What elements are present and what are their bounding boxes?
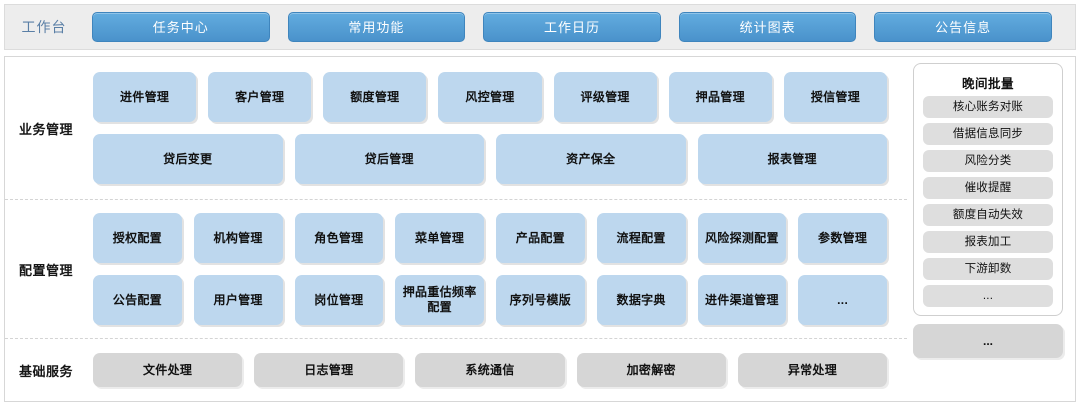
- tile-post-loan-management[interactable]: 贷后管理: [294, 134, 484, 184]
- tile-config-more[interactable]: ...: [798, 275, 887, 325]
- tile-parameter-management[interactable]: 参数管理: [798, 213, 887, 263]
- tile-customer-management[interactable]: 客户管理: [208, 72, 312, 122]
- tile-product-config[interactable]: 产品配置: [496, 213, 585, 263]
- tile-application-management[interactable]: 进件管理: [93, 72, 197, 122]
- base-services-rows: 文件处理 日志管理 系统通信 加密解密 异常处理: [87, 353, 907, 387]
- tile-organization-management[interactable]: 机构管理: [193, 213, 283, 263]
- tab-work-calendar[interactable]: 工作日历: [483, 12, 661, 42]
- tab-common-functions[interactable]: 常用功能: [287, 12, 466, 42]
- tab-statistics-chart[interactable]: 统计图表: [678, 12, 857, 42]
- tile-position-management[interactable]: 岗位管理: [294, 275, 384, 325]
- tile-data-dictionary[interactable]: 数据字典: [596, 275, 686, 325]
- section-label-base-services: 基础服务: [18, 363, 73, 379]
- configuration-rows: 授权配置 机构管理 角色管理 菜单管理 产品配置 流程配置 风险探测配置 参数管…: [87, 213, 907, 325]
- tile-menu-management[interactable]: 菜单管理: [395, 213, 484, 263]
- tile-role-management[interactable]: 角色管理: [294, 213, 384, 263]
- tile-rating-management[interactable]: 评级管理: [553, 72, 657, 122]
- tile-serial-number-template[interactable]: 序列号模版: [496, 275, 585, 325]
- tab-announcements[interactable]: 公告信息: [874, 12, 1052, 42]
- top-navigation-bar: 工作台 任务中心 常用功能 工作日历 统计图表 公告信息: [4, 4, 1076, 50]
- tile-exception-handling[interactable]: 异常处理: [737, 353, 888, 387]
- tile-user-management[interactable]: 用户管理: [193, 275, 283, 325]
- tile-log-management[interactable]: 日志管理: [254, 353, 404, 387]
- tile-post-loan-change[interactable]: 贷后变更: [93, 134, 283, 184]
- configuration-row-2: 公告配置 用户管理 岗位管理 押品重估频率配置 序列号模版 数据字典 进件渠道管…: [87, 275, 893, 325]
- tile-application-channel-management[interactable]: 进件渠道管理: [697, 275, 787, 325]
- sidebar-item-report-processing[interactable]: 报表加工: [923, 231, 1053, 253]
- tile-collateral-management[interactable]: 押品管理: [668, 72, 772, 122]
- section-configuration-management: 配置管理 授权配置 机构管理 角色管理 菜单管理 产品配置 流程配置 风险探测配…: [5, 199, 907, 339]
- section-business-management: 业务管理 进件管理 客户管理 额度管理 风控管理 评级管理 押品管理 授信管理 …: [5, 57, 907, 199]
- tile-announcement-config[interactable]: 公告配置: [93, 275, 182, 325]
- tile-risk-detection-config[interactable]: 风险探测配置: [697, 213, 787, 263]
- base-services-row-1: 文件处理 日志管理 系统通信 加密解密 异常处理: [87, 353, 893, 387]
- tile-authorization-config[interactable]: 授权配置: [93, 213, 182, 263]
- tab-task-center[interactable]: 任务中心: [92, 12, 270, 42]
- tile-process-config[interactable]: 流程配置: [596, 213, 686, 263]
- sidebar-item-risk-classification[interactable]: 风险分类: [923, 150, 1053, 172]
- tile-asset-preservation[interactable]: 资产保全: [496, 134, 686, 184]
- tile-limit-management[interactable]: 额度管理: [323, 72, 427, 122]
- configuration-row-1: 授权配置 机构管理 角色管理 菜单管理 产品配置 流程配置 风险探测配置 参数管…: [87, 213, 893, 263]
- section-label-configuration: 配置管理: [18, 262, 73, 278]
- sidebar-item-iou-info-sync[interactable]: 借据信息同步: [923, 123, 1053, 145]
- sidebar-item-collection-reminder[interactable]: 催收提醒: [923, 177, 1053, 199]
- tile-system-communication[interactable]: 系统通信: [415, 353, 565, 387]
- tile-risk-control-management[interactable]: 风控管理: [438, 72, 542, 122]
- tile-collateral-revaluation-frequency-config[interactable]: 押品重估频率配置: [395, 275, 484, 325]
- panel-main-column: 业务管理 进件管理 客户管理 额度管理 风控管理 评级管理 押品管理 授信管理 …: [5, 57, 907, 401]
- sidebar-item-limit-auto-expiry[interactable]: 额度自动失效: [923, 204, 1053, 226]
- base-services-more-tile[interactable]: ...: [913, 324, 1063, 358]
- tile-report-management[interactable]: 报表管理: [697, 134, 887, 184]
- tile-credit-management[interactable]: 授信管理: [783, 72, 887, 122]
- business-row-1: 进件管理 客户管理 额度管理 风控管理 评级管理 押品管理 授信管理: [87, 72, 893, 122]
- sidebar-item-core-account-reconciliation[interactable]: 核心账务对账: [923, 96, 1053, 118]
- tile-encryption-decryption[interactable]: 加密解密: [576, 353, 726, 387]
- business-rows: 进件管理 客户管理 额度管理 风控管理 评级管理 押品管理 授信管理 贷后变更 …: [87, 72, 907, 184]
- sidebar-item-more[interactable]: ...: [923, 285, 1053, 307]
- workbench-label: 工作台: [21, 19, 67, 35]
- sidebar-item-downstream-unload[interactable]: 下游卸数: [923, 258, 1053, 280]
- section-base-services: 基础服务 文件处理 日志管理 系统通信 加密解密 异常处理: [5, 339, 907, 401]
- tile-file-processing[interactable]: 文件处理: [93, 353, 243, 387]
- nightly-batch-card: 晚间批量 核心账务对账 借据信息同步 风险分类 催收提醒 额度自动失效 报表加工…: [913, 63, 1063, 316]
- top-tabs: 任务中心 常用功能 工作日历 统计图表 公告信息: [83, 5, 1075, 49]
- architecture-panel: 业务管理 进件管理 客户管理 额度管理 风控管理 评级管理 押品管理 授信管理 …: [4, 56, 1076, 402]
- nightly-batch-title: 晚间批量: [961, 77, 1014, 91]
- business-row-2: 贷后变更 贷后管理 资产保全 报表管理: [87, 134, 893, 184]
- nightly-batch-column: 晚间批量 核心账务对账 借据信息同步 风险分类 催收提醒 额度自动失效 报表加工…: [907, 57, 1075, 401]
- section-label-business: 业务管理: [18, 121, 73, 137]
